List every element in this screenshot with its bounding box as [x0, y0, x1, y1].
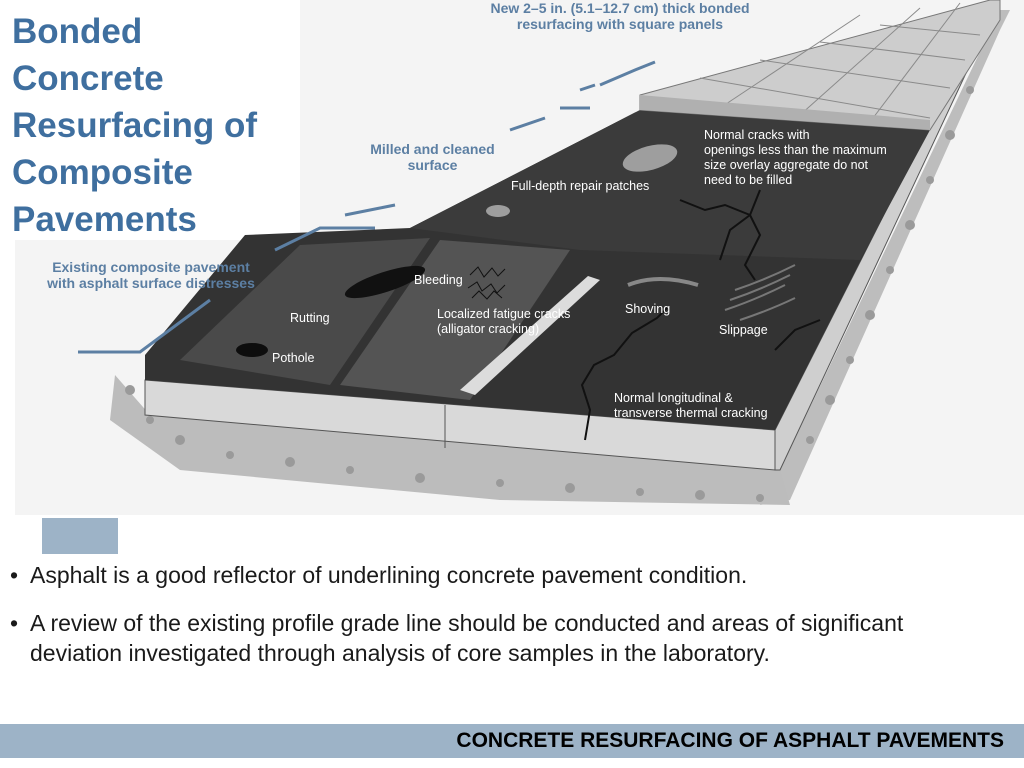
bullet-list: • Asphalt is a good reflector of underli…: [10, 560, 1000, 686]
bullet-text: Asphalt is a good reflector of underlini…: [30, 562, 748, 588]
label-thermal-cracking: Normal longitudinal & transverse thermal…: [614, 391, 768, 420]
label-shoving: Shoving: [625, 302, 671, 316]
bullet-dot: •: [10, 562, 19, 588]
footer-title: CONCRETE RESURFACING OF ASPHALT PAVEMENT…: [456, 729, 1004, 752]
bullet-item: • Asphalt is a good reflector of underli…: [10, 560, 1000, 590]
pavement-drawing: [15, 0, 1024, 515]
label-pothole: Pothole: [272, 351, 315, 365]
callout-existing-pavement: Existing composite pavement with asphalt…: [47, 259, 255, 291]
footer-bar: CONCRETE RESURFACING OF ASPHALT PAVEMENT…: [0, 724, 1024, 758]
pavement-illustration: New 2–5 in. (5.1–12.7 cm) thick bonded r…: [15, 0, 1024, 515]
bullet-item: • A review of the existing profile grade…: [10, 608, 1000, 668]
label-slippage: Slippage: [719, 323, 768, 337]
callout-overlay: New 2–5 in. (5.1–12.7 cm) thick bonded r…: [490, 0, 750, 32]
label-repair-patches: Full-depth repair patches: [511, 179, 650, 193]
accent-box: [42, 518, 118, 554]
bullet-dot: •: [10, 610, 19, 636]
label-bleeding: Bleeding: [414, 273, 463, 287]
label-normal-cracks: Normal cracks with openings less than th…: [704, 128, 887, 187]
label-rutting: Rutting: [290, 311, 330, 325]
label-fatigue-cracks: Localized fatigue cracks (alligator crac…: [437, 307, 571, 336]
bullet-text: A review of the existing profile grade l…: [30, 610, 904, 666]
slide-title: Bonded Concrete Resurfacing of Composite…: [12, 12, 258, 239]
callout-milled-surface: Milled and cleaned surface: [370, 141, 495, 173]
